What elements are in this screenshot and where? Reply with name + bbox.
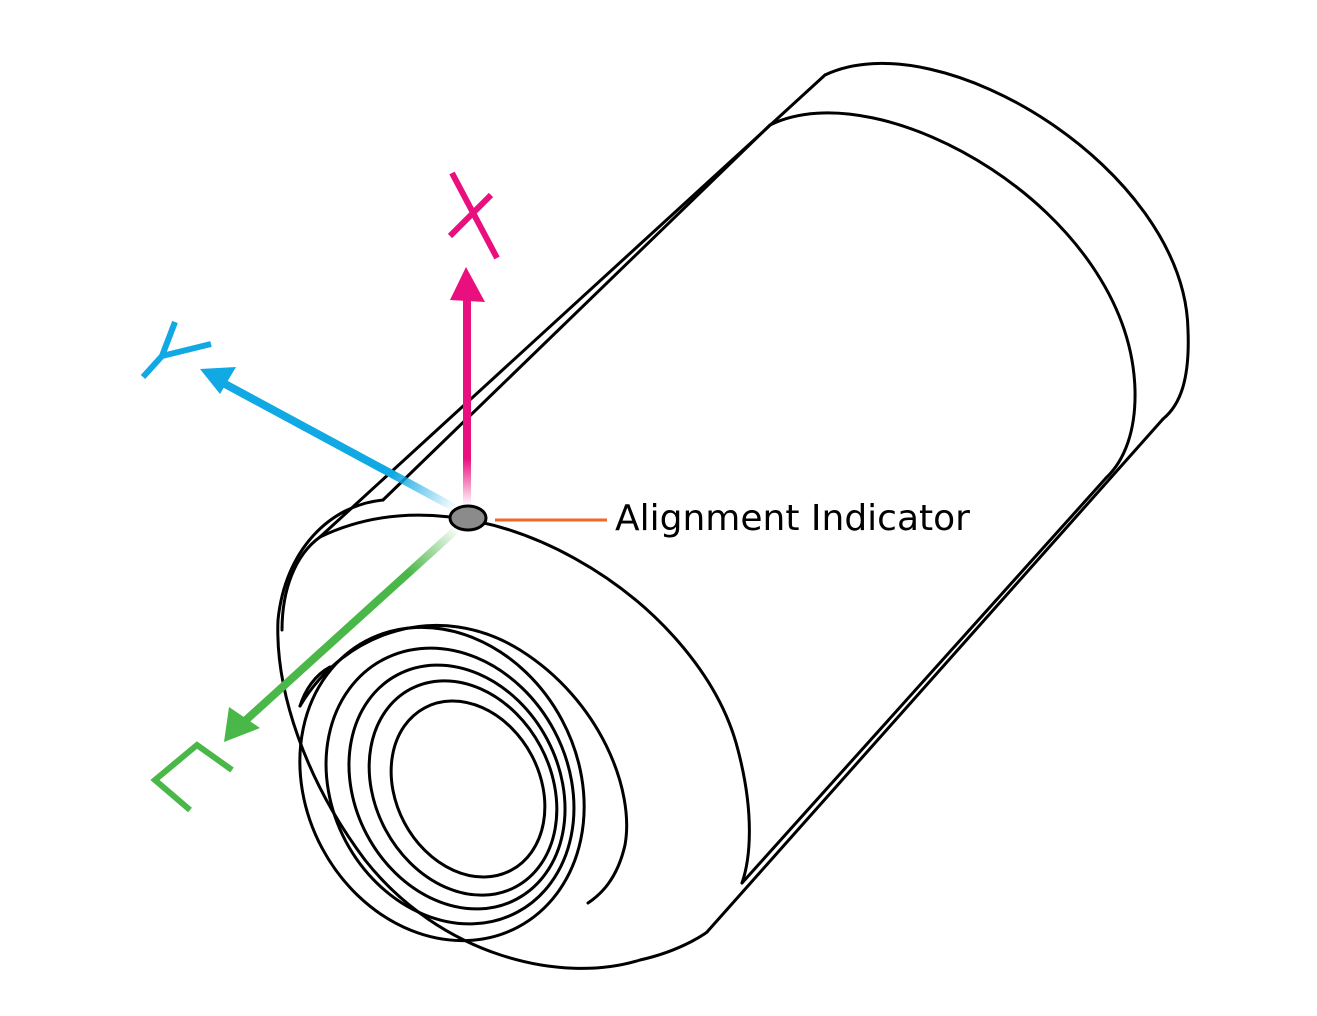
y-axis-label-glyph [140, 320, 212, 380]
lens-ring-1 [298, 625, 586, 943]
x-axis-label-glyph [447, 171, 500, 260]
lens-ring-3 [347, 663, 567, 911]
front-ring-top [318, 513, 751, 885]
x-axis [447, 171, 500, 506]
x-axis-arrowhead [450, 267, 485, 302]
z-axis-shaft [243, 525, 461, 723]
front-flange-inner [280, 535, 322, 632]
rear-cap-outer [823, 62, 1190, 421]
body-mid-edge [740, 476, 1108, 885]
lens-hub-outer [298, 623, 629, 905]
y-axis-arrowhead [200, 367, 236, 394]
z-axis [150, 525, 461, 813]
body-bottom-edge [705, 417, 1165, 934]
camera-body [276, 62, 1190, 970]
lens-ring-4 [367, 679, 559, 897]
lens-hub-top-connector [298, 665, 332, 708]
front-flange-outer [276, 498, 709, 970]
lens-rings [298, 625, 586, 943]
rear-cap-inner [768, 111, 1137, 480]
y-axis [140, 320, 457, 512]
y-axis-shaft [223, 380, 457, 512]
lens-ring-5 [389, 699, 547, 879]
lens-ring-2 [324, 646, 576, 926]
x-axis-shaft [463, 290, 471, 506]
alignment-indicator-dot [448, 504, 488, 532]
z-axis-arrowhead [224, 707, 260, 742]
body-top-inner-edge [381, 123, 772, 502]
z-axis-label-glyph [150, 741, 234, 813]
callout-label: Alignment Indicator [615, 498, 970, 539]
